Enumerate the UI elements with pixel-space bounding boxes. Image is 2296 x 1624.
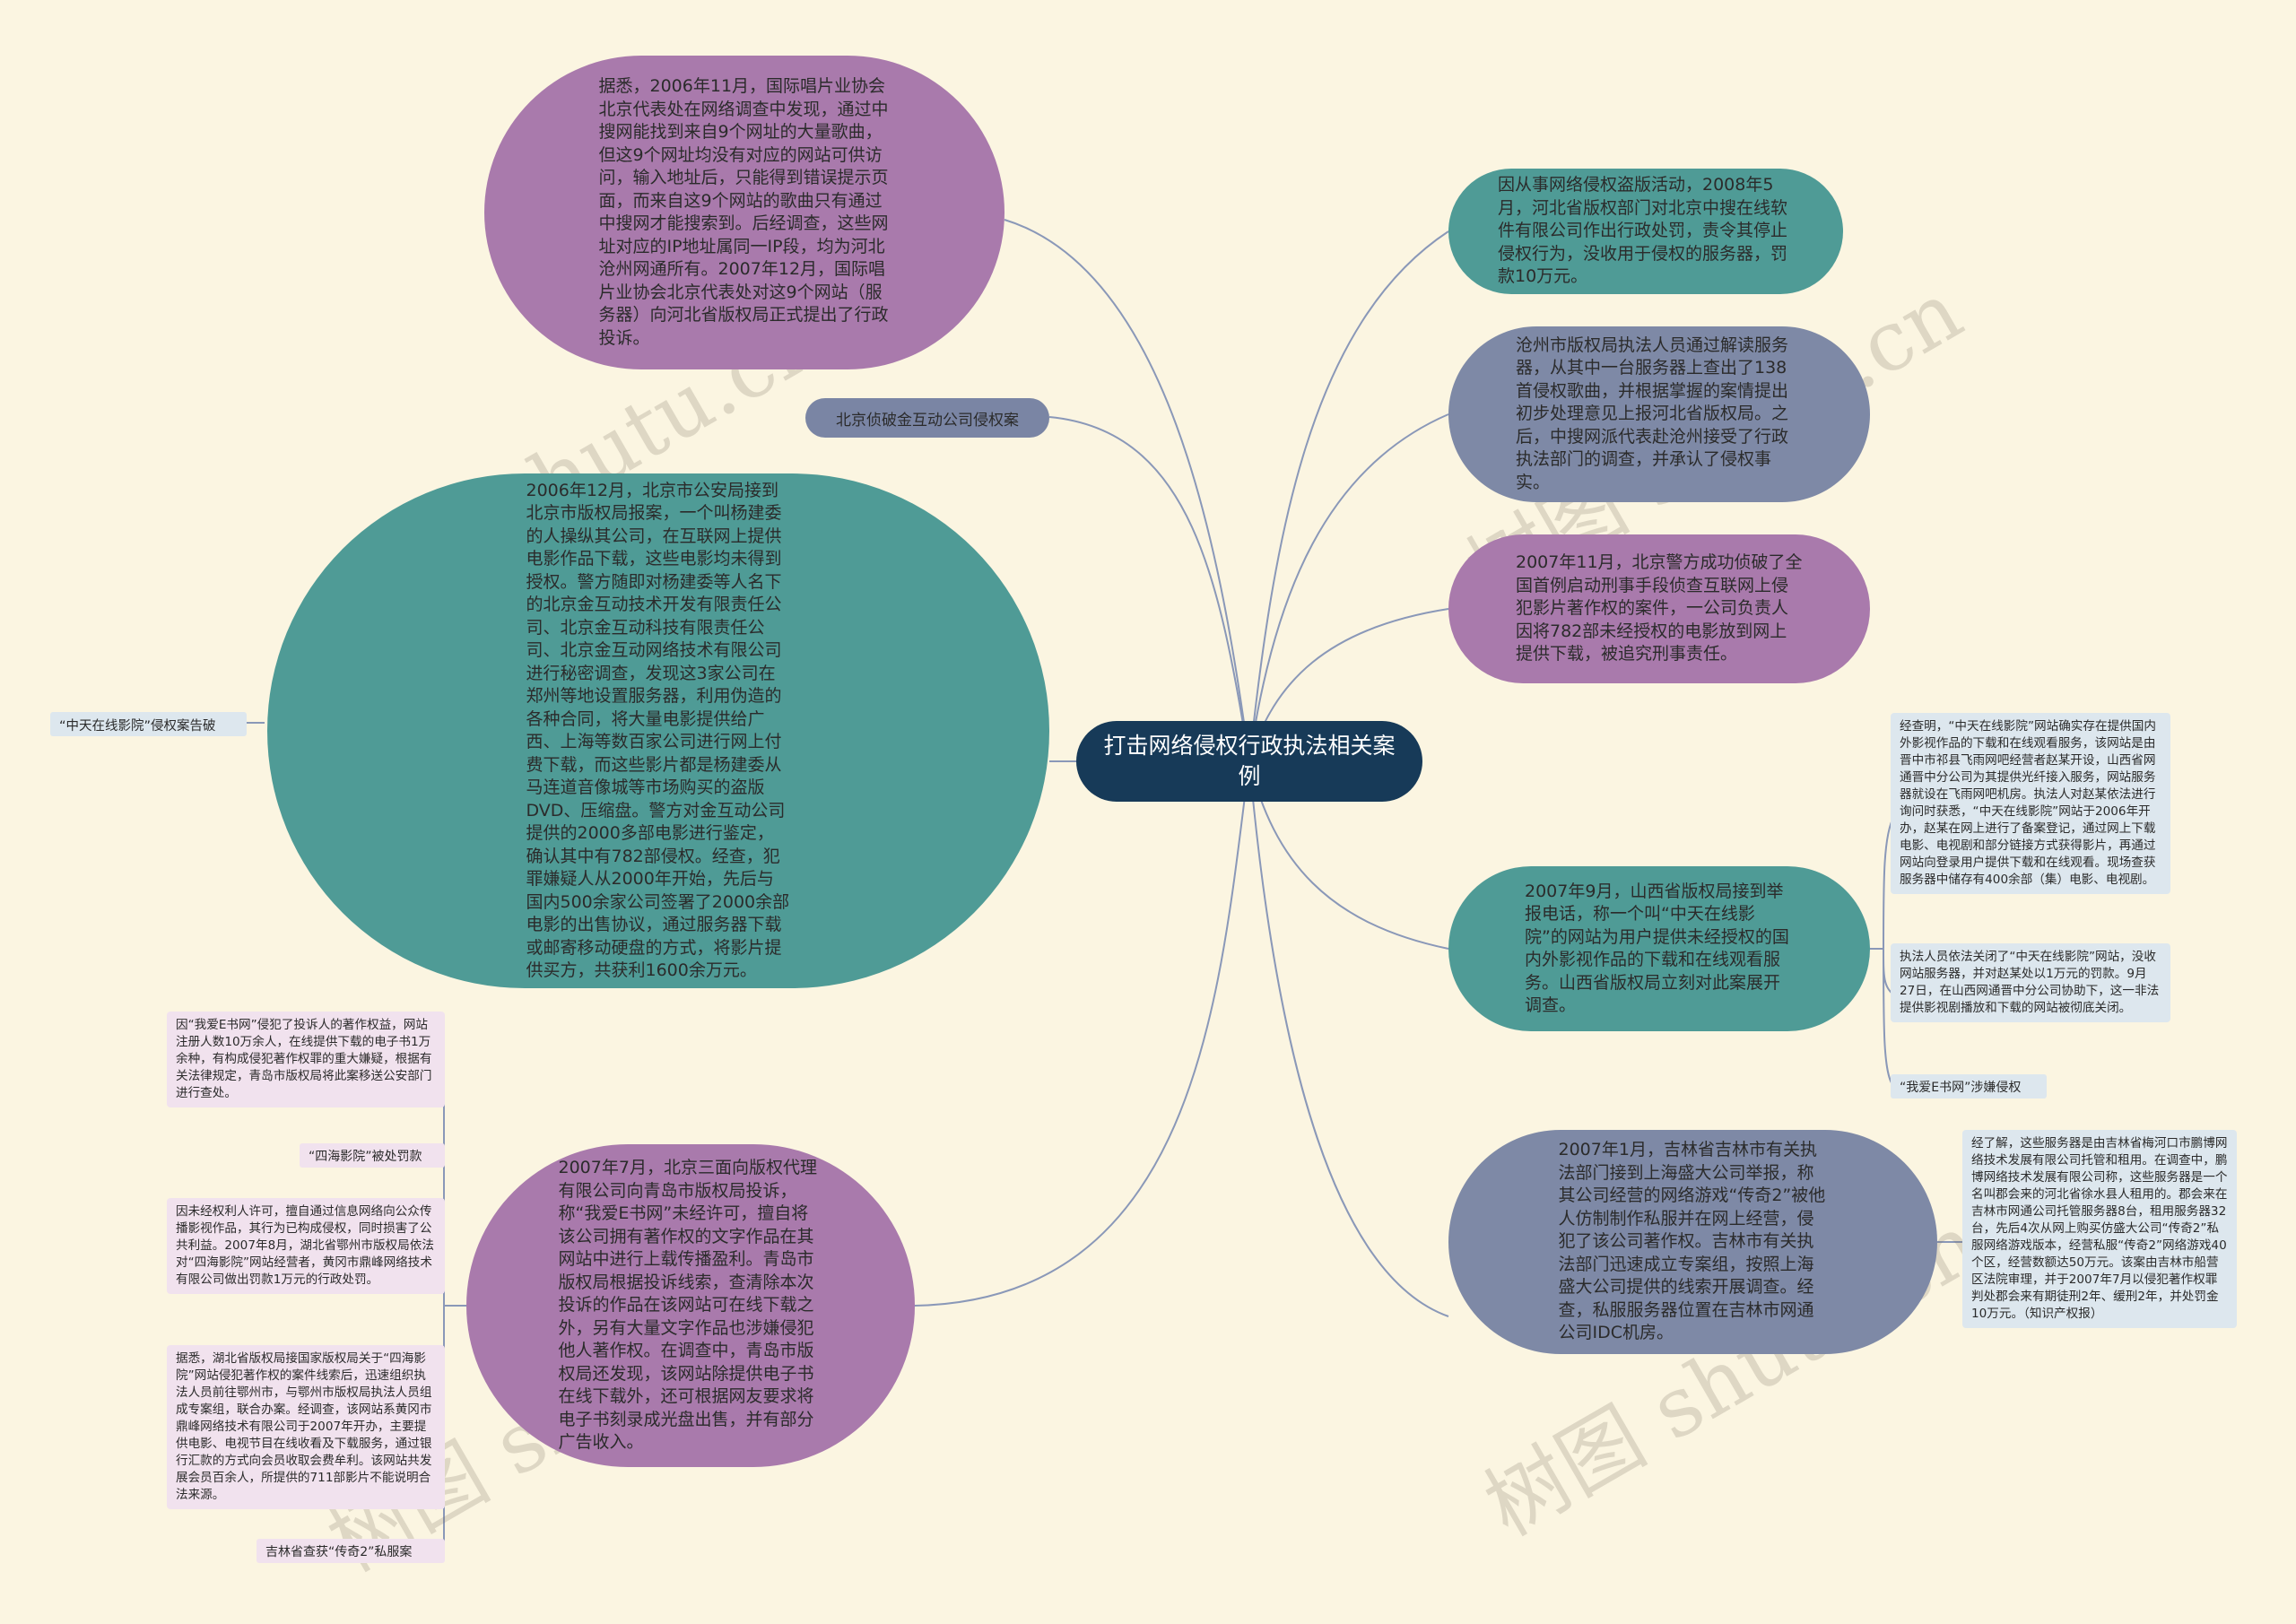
node-52ebook-complaint[interactable]: 2007年7月，北京三面向版权代理有限公司向青岛市版权局投诉，称“我爱E书网”未… (466, 1144, 915, 1467)
node-cangzhou-investigation[interactable]: 沧州市版权局执法人员通过解读服务器，从其中一台服务器上查出了138首侵权歌曲，并… (1448, 326, 1870, 502)
node-label: “中天在线影院”侵权案告破 (59, 719, 216, 734)
node-text: 因从事网络侵权盗版活动，2008年5月，河北省版权部门对北京中搜在线软件有限公司… (1498, 175, 1788, 287)
node-zhongsou-penalty[interactable]: 因从事网络侵权盗版活动，2008年5月，河北省版权部门对北京中搜在线软件有限公司… (1448, 169, 1843, 294)
node-52ebook-suspected[interactable]: “我爱E书网”涉嫌侵权 (1891, 1074, 2047, 1099)
node-text: 2006年12月，北京市公安局接到北京市版权局报案，一个叫杨建委的人操纵其公司，… (526, 480, 790, 981)
link-center-n1 (1004, 219, 1250, 762)
node-jilin-case[interactable]: 吉林省查获“传奇2”私服案 (257, 1539, 445, 1563)
root-topic[interactable]: 打击网络侵权行政执法相关案例 (1076, 721, 1422, 802)
node-label: 吉林省查获“传奇2”私服案 (265, 1545, 413, 1559)
link-center-r5 (1248, 760, 1449, 1317)
node-label: “我爱E书网”涉嫌侵权 (1900, 1081, 2022, 1095)
node-jinhudong-case[interactable]: 北京侦破金互动公司侵权案 (805, 398, 1049, 438)
node-text: 2007年11月，北京警方成功侦破了全国首例启动刑事手段侦查互联网上侵犯影片著作… (1516, 552, 1803, 664)
node-zhongtian-closure[interactable]: 执法人员依法关闭了“中天在线影院”网站，没收网站服务器，并对赵某处以1万元的罚款… (1891, 943, 2170, 1022)
node-jinhudong-detail[interactable]: 2006年12月，北京市公安局接到北京市版权局报案，一个叫杨建委的人操纵其公司，… (267, 473, 1049, 988)
node-hebei-search-complaint[interactable]: 据悉，2006年11月，国际唱片业协会北京代表处在网络调查中发现，通过中搜网能找… (484, 56, 1004, 369)
link-center-n5 (914, 760, 1250, 1307)
node-text: 沧州市版权局执法人员通过解读服务器，从其中一台服务器上查出了138首侵权歌曲，并… (1516, 334, 1789, 492)
node-beijing-police[interactable]: 2007年11月，北京警方成功侦破了全国首例启动刑事手段侦查互联网上侵犯影片著作… (1448, 534, 1870, 683)
node-52ebook-transfer[interactable]: 因“我爱E书网”侵犯了投诉人的著作权益，网站注册人数10万余人，在线提供下载的电… (167, 1012, 445, 1107)
node-text: 据悉，2006年11月，国际唱片业协会北京代表处在网络调查中发现，通过中搜网能找… (598, 76, 889, 348)
node-jilin-verdict[interactable]: 经了解，这些服务器是由吉林省梅河口市鹏博网络技术发展有限公司托管和租用。在调查中… (1962, 1130, 2237, 1328)
link-center-n2 (1048, 416, 1250, 762)
node-sihai-investigation[interactable]: 据悉，湖北省版权局接国家版权局关于“四海影院”网站侵犯著作权的案件线索后，迅速组… (167, 1345, 445, 1509)
node-shanxi-report[interactable]: 2007年9月，山西省版权局接到举报电话，称一个叫“中天在线影院”的网站为用户提… (1448, 866, 1870, 1031)
node-label: “四海影院”被处罚款 (309, 1150, 422, 1164)
link-center-r2 (1248, 413, 1449, 762)
node-jilin-report[interactable]: 2007年1月，吉林省吉林市有关执法部门接到上海盛大公司举报，称其公司经营的网络… (1448, 1130, 1937, 1354)
node-sihai-fine[interactable]: “四海影院”被处罚款 (300, 1143, 445, 1168)
node-zhongtian-case[interactable]: “中天在线影院”侵权案告破 (50, 712, 247, 736)
link-center-r1 (1248, 230, 1449, 762)
node-text: 2007年1月，吉林省吉林市有关执法部门接到上海盛大公司举报，称其公司经营的网络… (1558, 1140, 1826, 1343)
node-sihai-penalty[interactable]: 因未经权利人许可，擅自通过信息网络向公众传播影视作品，其行为已构成侵权，同时损害… (167, 1198, 445, 1294)
node-zhongtian-findings[interactable]: 经查明，“中天在线影院”网站确实存在提供国内外影视作品的下载和在线观看服务，该网… (1891, 713, 2170, 894)
node-text: 2007年7月，北京三面向版权代理有限公司向青岛市版权局投诉，称“我爱E书网”未… (558, 1158, 817, 1453)
node-text: 2007年9月，山西省版权局接到举报电话，称一个叫“中天在线影院”的网站为用户提… (1525, 881, 1789, 1016)
node-label: 北京侦破金互动公司侵权案 (836, 411, 1019, 430)
